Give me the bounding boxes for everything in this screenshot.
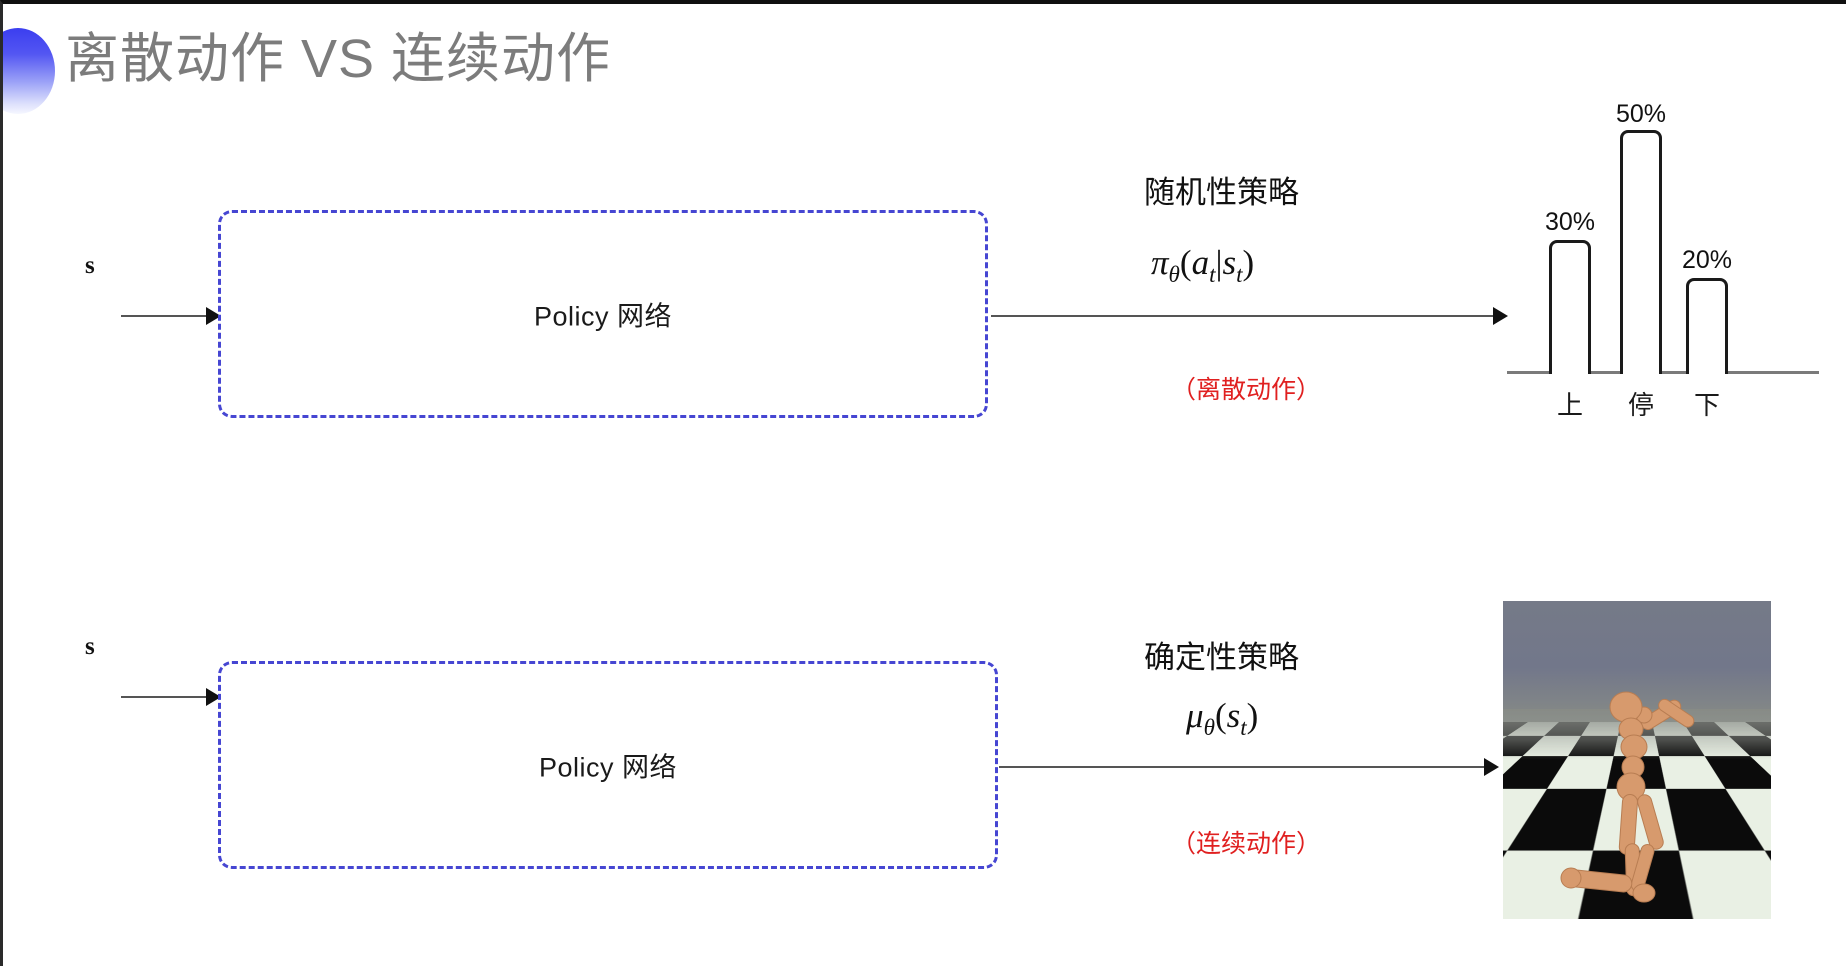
input-arrow-line-discrete (121, 315, 209, 317)
policy-network-box-continuous[interactable]: Policy 网络 (218, 661, 998, 869)
bar-category-up: 上 (1556, 390, 1583, 420)
output-arrow-line-continuous (999, 766, 1487, 768)
formula-action: a (1191, 243, 1210, 282)
output-arrow-line-discrete (991, 315, 1496, 317)
formula-paren-open: ( (1179, 243, 1192, 282)
policy-kind-stochastic: 随机性策略 (1144, 175, 1299, 210)
humanoid-figure-icon (1560, 691, 1695, 903)
formula-state-subscript: t (1236, 261, 1243, 287)
state-input-label-continuous: s (85, 633, 95, 660)
output-arrow-head-continuous (1484, 758, 1499, 776)
formula-pi-subscript: θ (1168, 261, 1180, 287)
bar-up (1549, 240, 1591, 374)
state-input-label-discrete: s (85, 252, 95, 279)
bar-stop (1620, 130, 1662, 374)
bar-down (1686, 278, 1728, 374)
bar-category-down: 下 (1693, 390, 1720, 420)
formula-paren-close: ) (1242, 243, 1255, 282)
formula-mu-subscript: θ (1203, 714, 1215, 740)
formula-state: s (1222, 243, 1237, 282)
formula-mu: μ (1186, 696, 1204, 735)
page-title: 离散动作 VS 连续动作 (65, 29, 612, 89)
formula-pi: π (1151, 243, 1169, 282)
chart-baseline (1507, 371, 1819, 374)
formula-state-subscript-2: t (1240, 714, 1247, 740)
action-note-discrete: （离散动作） (1171, 376, 1322, 404)
humanoid-simulation-image (1503, 601, 1771, 919)
input-arrow-head-continuous (206, 688, 221, 706)
policy-network-box-discrete[interactable]: Policy 网络 (218, 210, 988, 418)
decorative-blob-icon (3, 28, 55, 114)
input-arrow-head-discrete (206, 307, 221, 325)
bar-category-stop: 停 (1627, 390, 1654, 420)
formula-paren-open-2: ( (1214, 696, 1227, 735)
action-note-continuous: （连续动作） (1171, 830, 1322, 858)
policy-network-label-discrete: Policy 网络 (533, 301, 673, 332)
bar-value-stop: 50% (1615, 100, 1667, 128)
input-arrow-line-continuous (121, 696, 209, 698)
policy-network-label-continuous: Policy 网络 (538, 752, 678, 783)
formula-action-subscript: t (1209, 261, 1216, 287)
formula-given-bar: | (1215, 243, 1223, 282)
output-arrow-head-discrete (1493, 307, 1508, 325)
policy-formula-stochastic: πθ(at|st) (1151, 243, 1254, 288)
policy-kind-deterministic: 确定性策略 (1144, 640, 1299, 675)
action-probability-bar-chart: 30% 上 50% 停 20% 下 (1493, 100, 1823, 430)
bar-value-up: 30% (1544, 208, 1596, 236)
formula-paren-close-2: ) (1246, 696, 1259, 735)
policy-formula-deterministic: μθ(st) (1186, 696, 1258, 741)
bar-value-down: 20% (1681, 246, 1733, 274)
formula-state-2: s (1226, 696, 1241, 735)
